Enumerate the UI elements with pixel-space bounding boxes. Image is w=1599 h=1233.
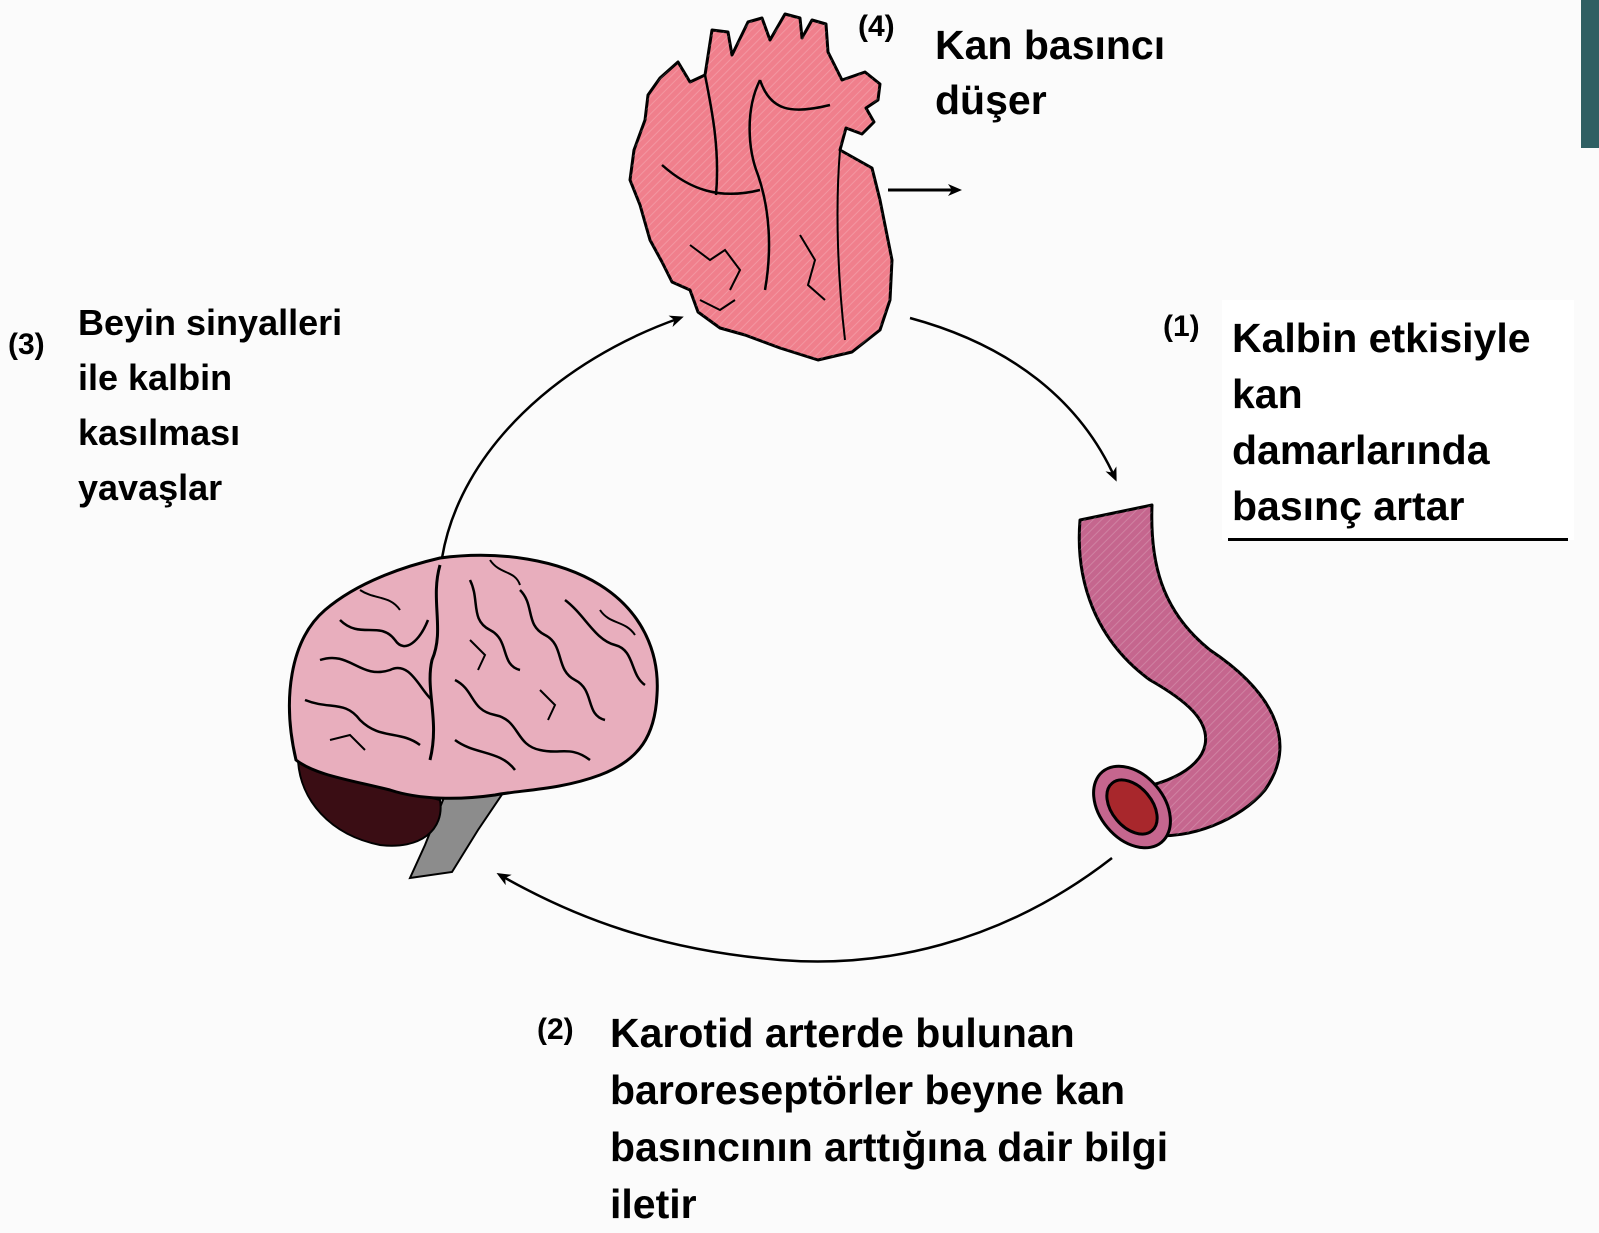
arrow-brain-to-heart	[442, 318, 680, 558]
blood-vessel-icon	[1078, 505, 1280, 863]
step-4-label: Kan basıncı düşer	[935, 18, 1165, 128]
label-1-underline	[1228, 538, 1568, 541]
step-1-label: Kalbin etkisiyle kan damarlarında basınç…	[1232, 310, 1531, 534]
step-2-number: (2)	[537, 1013, 574, 1047]
arrow-heart-to-vessel	[910, 318, 1115, 478]
step-3-label: Beyin sinyalleri ile kalbin kasılması ya…	[78, 295, 342, 515]
step-3-number: (3)	[8, 328, 45, 362]
heart-icon	[630, 14, 892, 360]
arrow-vessel-to-brain	[500, 858, 1112, 961]
brain-icon	[289, 555, 657, 878]
step-4-number: (4)	[858, 10, 895, 44]
step-1-number: (1)	[1163, 310, 1200, 344]
step-2-label: Karotid arterde bulunan baroreseptörler …	[610, 1005, 1168, 1233]
